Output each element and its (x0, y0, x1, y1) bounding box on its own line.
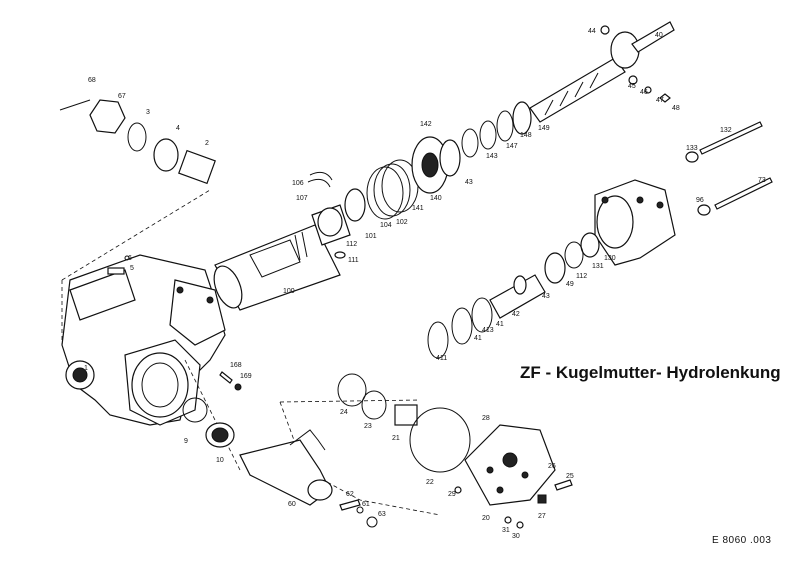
label-133: 133 (686, 145, 698, 152)
label-140: 140 (430, 195, 442, 202)
label-147: 147 (506, 143, 518, 150)
label-2: 2 (205, 140, 209, 147)
side-cover (464, 424, 556, 506)
label-112b: 112 (576, 273, 587, 280)
label-141: 141 (412, 205, 424, 212)
label-3: 3 (146, 109, 150, 116)
label-10: 10 (216, 457, 224, 464)
label-143: 143 (486, 153, 498, 160)
label-112: 112 (346, 241, 357, 248)
valve-cover (594, 179, 676, 266)
label-169: 169 (240, 373, 252, 380)
label-41b: 41 (474, 335, 482, 342)
label-24: 24 (340, 409, 348, 416)
label-73: 73 (758, 177, 766, 184)
label-47: 47 (656, 97, 664, 104)
label-9: 9 (184, 438, 188, 445)
label-49: 49 (566, 281, 574, 288)
label-43: 43 (542, 293, 550, 300)
label-111: 111 (348, 257, 359, 264)
label-6: 6 (128, 255, 132, 262)
steering-gear-housing (61, 254, 226, 426)
label-62: 62 (346, 491, 354, 498)
label-45: 45 (628, 83, 636, 90)
label-23: 23 (364, 423, 372, 430)
diagram-title: ZF - Kugelmutter- Hydrolenkung (520, 363, 781, 382)
label-44: 44 (588, 28, 596, 35)
label-21: 21 (392, 435, 400, 442)
piston (213, 224, 341, 311)
label-26: 26 (548, 463, 556, 470)
sector-shaft (239, 429, 333, 506)
label-411: 411 (436, 355, 447, 362)
label-102: 102 (396, 219, 408, 226)
label-68: 68 (88, 77, 96, 84)
label-130: 130 (604, 255, 616, 262)
label-25: 25 (566, 473, 574, 480)
label-43-top: 43 (465, 179, 473, 186)
label-96: 96 (696, 197, 704, 204)
label-106: 106 (292, 180, 304, 187)
label-148: 148 (520, 132, 532, 139)
label-48: 48 (672, 105, 680, 112)
label-60: 60 (288, 501, 296, 508)
label-20: 20 (482, 515, 490, 522)
label-131: 131 (592, 263, 604, 270)
label-61: 61 (362, 501, 370, 508)
label-40: 40 (655, 32, 663, 39)
label-107: 107 (296, 195, 308, 202)
worm-shaft (529, 21, 675, 123)
label-132: 132 (720, 127, 732, 134)
label-29: 29 (448, 491, 456, 498)
label-42: 42 (512, 311, 520, 318)
drawing-reference: E 8060 .003 (712, 535, 772, 546)
label-142: 142 (420, 121, 432, 128)
label-1: 1 (84, 365, 88, 372)
label-100: 100 (283, 288, 295, 295)
label-4: 4 (176, 125, 180, 132)
label-27: 27 (538, 513, 546, 520)
label-168: 168 (230, 362, 242, 369)
label-413: 413 (482, 327, 494, 334)
label-22: 22 (426, 479, 434, 486)
label-5: 5 (130, 265, 134, 272)
label-31: 31 (502, 527, 510, 534)
label-28: 28 (482, 415, 490, 422)
label-104: 104 (380, 222, 392, 229)
label-67: 67 (118, 93, 126, 100)
label-46: 46 (640, 89, 648, 96)
label-149: 149 (538, 125, 550, 132)
label-41a: 41 (496, 321, 504, 328)
label-30: 30 (512, 533, 520, 540)
label-63: 63 (378, 511, 386, 518)
label-101: 101 (365, 233, 377, 240)
